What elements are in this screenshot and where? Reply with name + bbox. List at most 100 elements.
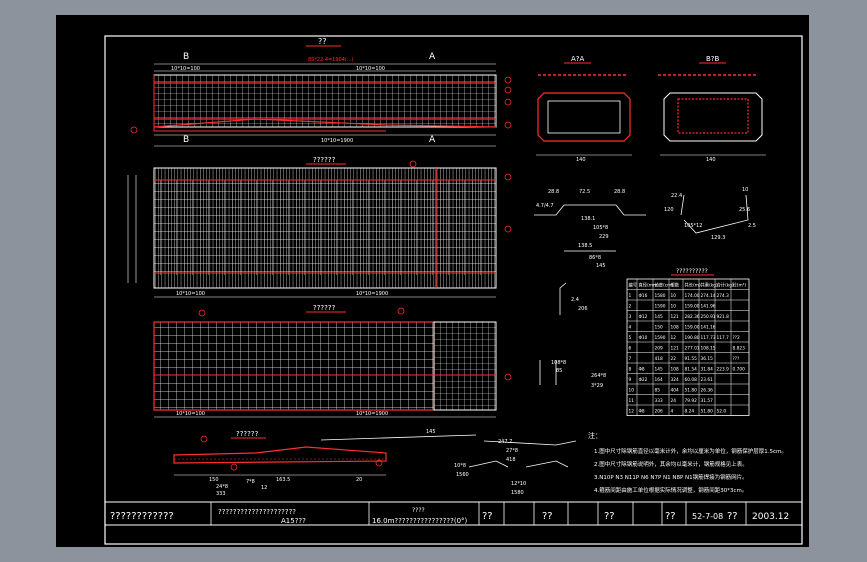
table-cell: 145 xyxy=(655,367,663,373)
notes: 注： 1.图中尺寸除钢筋直径以毫米计外，余均以厘米为单位，钢筋保护层厚1.5cm… xyxy=(588,431,787,494)
detail-dim-0: 150 xyxy=(209,477,219,483)
table-cell: 85 xyxy=(655,388,661,394)
bar-label-6: 229 xyxy=(599,234,609,240)
table-cell: 250.91 xyxy=(701,314,716,320)
callout-circle xyxy=(504,173,512,181)
bar-shape-details: 28.8 72.5 28.8 4.7/4.7 138.1 105*8 229 1… xyxy=(426,187,756,496)
callout-circle xyxy=(504,373,512,381)
callout-circle xyxy=(504,98,512,106)
table-cell: 31.84 xyxy=(701,367,714,373)
table-cell: 23.61 xyxy=(701,377,714,383)
table-cell: 31.57 xyxy=(701,398,714,404)
bottom-plan-view: ?????? 10*10=100 10*10=1900 xyxy=(153,304,512,418)
notes-line-3: 3.N10P N3 N11P N6 N7P N1 N8P N1钢筋焊接为钢筋网片… xyxy=(594,473,748,481)
table-cell: 1590 xyxy=(655,304,666,310)
table-cell: 274.14 xyxy=(701,293,716,299)
table-header-cell: 共重(kg) xyxy=(701,282,718,289)
table-cell: 159.00 xyxy=(685,304,700,310)
title-cell-4: ?? xyxy=(482,511,493,522)
table-cell: 4 xyxy=(629,325,632,331)
section-aa-title: A?A xyxy=(571,55,585,63)
plan-left-dim: 10*10=100 xyxy=(176,291,205,297)
title-cell-2b: A15??? xyxy=(281,517,306,525)
section-bb-title: B?B xyxy=(706,55,720,63)
table-header-cell: 根数 xyxy=(671,282,680,289)
plan-view: ?????? 10*10=100 10*10=1900 xyxy=(127,156,512,298)
detail-dim-1: 24*8 xyxy=(216,484,228,490)
elevation-title: ?? xyxy=(318,37,327,46)
callout-circle xyxy=(504,76,512,84)
callout-circle xyxy=(375,459,383,467)
table-cell: 418 xyxy=(655,356,663,362)
bar-label-27: 10*8 xyxy=(454,463,466,469)
callout-circle xyxy=(504,225,512,233)
bar-label-13: 25.6 xyxy=(739,207,750,213)
section-aa-width: 140 xyxy=(576,157,586,163)
bar-label-24: 247.7 xyxy=(498,439,512,445)
elevation-top-dim: 85*22.4=1904(...) xyxy=(308,57,354,63)
table-cell: 190.80 xyxy=(685,335,700,341)
bar-label-12: 120 xyxy=(664,207,674,213)
table-header-cell: 长度(cm) xyxy=(655,282,674,289)
table-header-cell: 编号 xyxy=(629,282,638,289)
table-cell: 108 xyxy=(671,325,679,331)
title-block: ???????????? ????????????????????? A15??… xyxy=(104,501,803,526)
title-cell-1: ???????????? xyxy=(110,511,174,522)
detail-dim-5: 20 xyxy=(356,477,362,483)
bar-label-16: 105*12 xyxy=(684,223,702,229)
table-cell: 333 xyxy=(655,398,663,404)
section-bb: B?B 140 xyxy=(658,55,766,163)
section-mark-b-top: B xyxy=(183,52,189,62)
callout-circle xyxy=(504,86,512,94)
bottom-plan-right-dim: 10*10=1900 xyxy=(356,411,388,417)
bar-label-18: 206 xyxy=(578,306,588,312)
table-cell: Φ12 xyxy=(639,314,648,320)
table-cell: 10 xyxy=(629,388,635,394)
notes-heading: 注： xyxy=(588,431,602,440)
table-header-cell: 直径(mm) xyxy=(639,282,660,289)
bar-label-10: 22.4 xyxy=(671,193,682,199)
table-cell: 108.15 xyxy=(701,346,716,352)
bar-label-2: 28.8 xyxy=(614,189,625,195)
callout-circle xyxy=(198,309,206,317)
bar-label-25: 27*8 xyxy=(506,448,518,454)
table-cell: 51.80 xyxy=(685,388,698,394)
table-cell: 274.3 xyxy=(717,293,730,299)
table-header-cell: 合计(kg) xyxy=(717,282,734,289)
bar-label-5: 105*8 xyxy=(593,225,608,231)
table-cell: Φ8 xyxy=(639,409,645,415)
title-cell-3: ???? xyxy=(412,507,425,514)
bar-label-3: 4.7/4.7 xyxy=(536,203,554,209)
table-cell: 150 xyxy=(655,325,663,331)
notes-line-4: 4.箍筋间距由施工单位根据实际情况调整，钢筋间距30*3cm。 xyxy=(594,486,747,494)
bar-label-29: 12*10 xyxy=(511,481,526,487)
table-cell: 121 xyxy=(671,314,679,320)
table-cell: Φ8 xyxy=(639,367,645,373)
table-cell: 36.15 xyxy=(701,356,714,362)
table-cell: Φ22 xyxy=(639,377,648,383)
drawing-sheet: ?? B A 85*22.4=1904(...) 10*10=100 10*10… xyxy=(56,15,809,547)
table-cell: 282.36 xyxy=(685,314,700,320)
bar-label-7: 138.5 xyxy=(578,243,592,249)
detail-dim-4: 163.5 xyxy=(276,477,290,483)
bar-label-23: 145 xyxy=(426,429,436,435)
section-mark-a-top: A xyxy=(429,52,436,62)
bar-label-21: 264*8 xyxy=(591,373,606,379)
detail-dim-6: 12 xyxy=(261,485,267,491)
table-cell: 1 xyxy=(629,293,632,299)
table-cell: 12 xyxy=(671,335,677,341)
detail-dim-2: 333 xyxy=(216,491,226,497)
table-cell: 5 xyxy=(629,335,632,341)
bar-label-9: 145 xyxy=(596,263,606,269)
cad-drawing-canvas: ?? B A 85*22.4=1904(...) 10*10=100 10*10… xyxy=(104,35,803,545)
title-cell-8: ?? xyxy=(727,511,738,522)
title-cell-6: ?? xyxy=(604,511,615,522)
bar-label-4: 138.1 xyxy=(581,216,595,222)
section-bb-width: 140 xyxy=(706,157,716,163)
table-cell: 1590 xyxy=(655,335,666,341)
title-cell-5: ?? xyxy=(542,511,553,522)
table-cell: 159.00 xyxy=(685,325,700,331)
section-mark-a-bottom: A xyxy=(429,135,436,145)
bar-label-30: 1580 xyxy=(511,490,524,496)
callout-circle xyxy=(397,307,405,315)
